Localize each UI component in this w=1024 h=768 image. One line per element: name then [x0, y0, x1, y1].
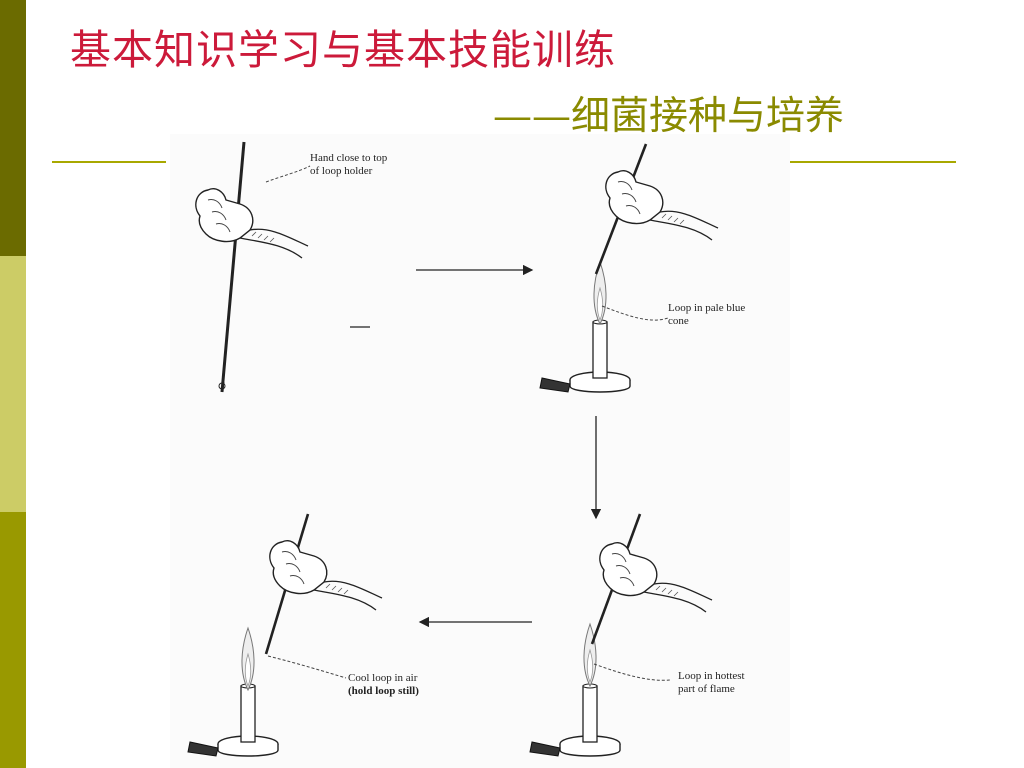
- label-pale-blue-2: cone: [668, 315, 689, 327]
- loop-sterilization-figure: Hand close to top of loop holder Loop in…: [170, 134, 790, 768]
- label-hottest-1: Loop in hottest: [678, 670, 745, 682]
- sidebar-segment-top: [0, 0, 26, 256]
- label-pale-blue-1: Loop in pale blue: [668, 302, 746, 314]
- panel-pale-blue-cone: [539, 143, 719, 393]
- label-cool-2: (hold loop still): [348, 685, 419, 697]
- slide-subtitle: ——细菌接种与培养: [493, 94, 845, 139]
- panel-cool-loop: [187, 513, 383, 757]
- sidebar-accent: [0, 0, 26, 768]
- sidebar-segment-bottom: [0, 512, 26, 768]
- divider-right: [788, 161, 956, 163]
- label-hand-close-2: of loop holder: [310, 165, 373, 177]
- figure-drawing: [187, 141, 719, 757]
- sidebar-segment-middle: [0, 256, 26, 512]
- label-cool-1: Cool loop in air: [348, 672, 418, 684]
- slide-title: 基本知识学习与基本技能训练: [70, 26, 616, 74]
- panel-hand-close: [195, 141, 370, 393]
- label-hand-close-1: Hand close to top: [310, 152, 388, 164]
- panel-hottest-flame: [529, 513, 713, 757]
- divider-left: [52, 161, 166, 163]
- label-hottest-2: part of flame: [678, 683, 735, 695]
